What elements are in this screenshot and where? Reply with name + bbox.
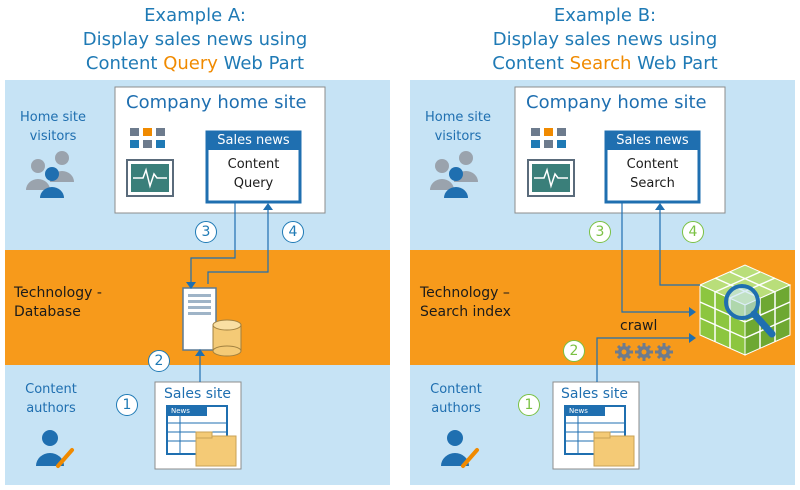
home-site-title-b: Company home site <box>526 92 707 113</box>
visitors-label-b-1: Home site <box>424 110 491 125</box>
webpart-body-a-1: Content <box>227 157 280 172</box>
search-index-cube-icon <box>698 264 792 356</box>
title-b-post: Web Part <box>631 53 718 74</box>
webpart-title-b: Sales news <box>616 133 689 148</box>
title-b: Example B: Display sales news using Cont… <box>440 4 770 76</box>
gears-icon <box>615 343 673 361</box>
tech-label-b: Technology – Search index <box>420 284 511 322</box>
title-a-line3: Content Query Web Part <box>30 52 360 76</box>
app-tiles-icon <box>531 128 566 148</box>
visitors-label-a: Home site visitors <box>8 108 98 146</box>
step-1-a: 1 <box>116 394 138 416</box>
title-b-line3: Content Search Web Part <box>440 52 770 76</box>
webpart-body-b: Content Search <box>606 155 699 193</box>
title-b-pre: Content <box>492 53 570 74</box>
tech-label-b-1: Technology – <box>420 285 510 301</box>
document-folder-icon <box>552 381 640 470</box>
activity-monitor-icon <box>126 159 174 197</box>
activity-monitor-icon <box>527 159 575 197</box>
crawl-label: crawl <box>620 318 658 334</box>
person-pencil-icon <box>441 430 479 468</box>
arrowheads-a <box>186 203 273 356</box>
visitors-label-a-2: visitors <box>29 129 77 144</box>
visitors-label-b-2: visitors <box>434 129 482 144</box>
news-tag-a: News <box>171 407 190 415</box>
step-3-a: 3 <box>195 221 217 243</box>
document-folder-icon <box>154 381 242 470</box>
step-4-a: 4 <box>282 221 304 243</box>
step-1-b: 1 <box>518 394 540 416</box>
webpart-body-b-1: Content <box>626 157 679 172</box>
home-site-title-a: Company home site <box>126 92 307 113</box>
title-a-line2: Display sales news using <box>82 29 308 50</box>
sales-site-title-b: Sales site <box>561 386 628 402</box>
step-3-b: 3 <box>589 221 611 243</box>
news-tag-b: News <box>569 407 588 415</box>
webpart-body-a: Content Query <box>207 155 300 193</box>
title-a-pre: Content <box>85 53 164 74</box>
authors-label-a-2: authors <box>26 401 76 416</box>
title-b-line2: Display sales news using <box>492 29 718 50</box>
arrows-a <box>190 202 269 382</box>
step-2-b: 2 <box>563 340 585 362</box>
step-4-b: 4 <box>682 221 704 243</box>
step-2-a: 2 <box>148 350 170 372</box>
people-group-icon <box>430 151 478 198</box>
arrowheads-b <box>655 203 696 343</box>
webpart-title-a: Sales news <box>217 133 290 148</box>
webpart-a-header <box>207 132 300 150</box>
authors-label-a: Content authors <box>6 380 96 418</box>
visitors-label-b: Home site visitors <box>413 108 503 146</box>
title-a-highlight: Query <box>163 53 218 74</box>
app-tiles-icon <box>130 128 165 148</box>
title-b-line1: Example B: <box>553 5 657 26</box>
authors-label-b: Content authors <box>411 380 501 418</box>
tech-label-b-2: Search index <box>420 304 511 320</box>
title-b-highlight: Search <box>569 53 632 74</box>
tech-label-a-1: Technology - <box>14 285 102 301</box>
authors-label-b-2: authors <box>431 401 481 416</box>
title-a-line1: Example A: <box>144 5 246 26</box>
arrows-b <box>596 202 700 382</box>
title-a-post: Web Part <box>217 53 305 74</box>
webpart-body-a-2: Query <box>233 176 274 191</box>
webpart-body-b-2: Search <box>630 176 675 191</box>
webpart-b-header <box>606 132 699 150</box>
tech-label-a: Technology - Database <box>14 284 102 322</box>
server-database-icon <box>182 287 242 357</box>
person-pencil-icon <box>36 430 74 468</box>
authors-label-a-1: Content <box>25 382 77 397</box>
visitors-label-a-1: Home site <box>19 110 86 125</box>
people-group-icon <box>26 151 74 198</box>
tech-label-a-2: Database <box>14 304 81 320</box>
sales-site-title-a: Sales site <box>164 386 231 402</box>
authors-label-b-1: Content <box>430 382 482 397</box>
title-a: Example A: Display sales news using Cont… <box>30 4 360 76</box>
